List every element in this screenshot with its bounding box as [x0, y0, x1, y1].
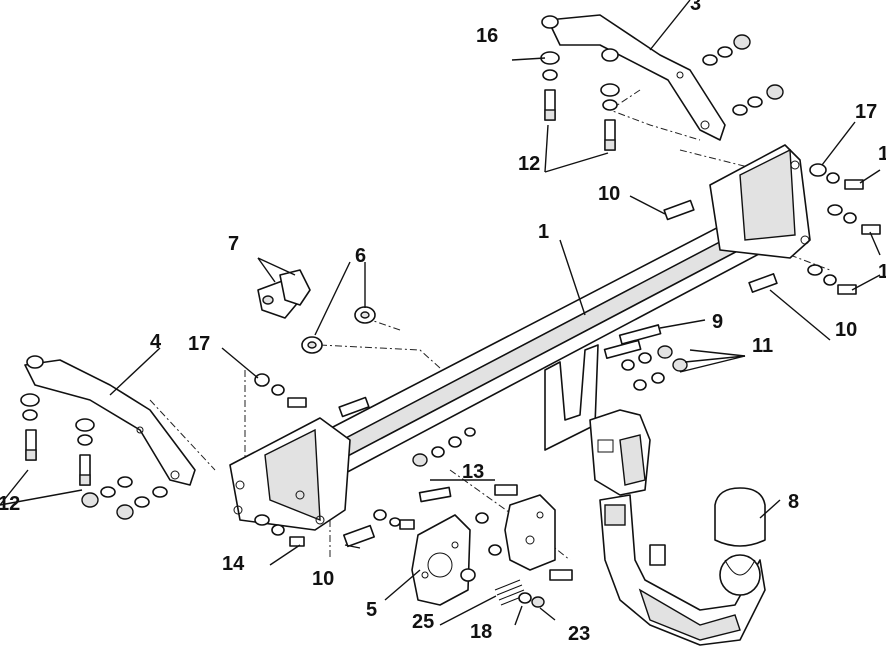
spacers-and-plates [257, 269, 376, 354]
callout-1: 1 [538, 221, 549, 243]
callout-17-right: 17 [855, 101, 877, 123]
callout-1-edge-top: 1 [878, 143, 886, 165]
callout-1-edge-bottom: 1 [878, 261, 886, 283]
callouts: 1 3 4 5 6 7 8 9 10 10 10 11 12 12 13 14 … [0, 0, 886, 645]
side-arm-right [547, 14, 784, 141]
bolt-set-top [540, 15, 620, 151]
callout-14: 14 [222, 553, 245, 575]
callout-8: 8 [788, 491, 799, 513]
socket-plate [411, 484, 518, 606]
callout-23: 23 [568, 623, 590, 645]
ball-mount-bracket [494, 494, 573, 608]
callout-3: 3 [690, 0, 701, 15]
callout-25: 25 [412, 611, 434, 633]
callout-4: 4 [150, 331, 162, 353]
callout-11: 11 [752, 335, 773, 357]
callout-10-right: 10 [835, 319, 857, 341]
callout-16: 16 [476, 25, 498, 47]
callout-13: 13 [462, 461, 484, 483]
callout-10-top: 10 [598, 183, 620, 205]
electrical-socket [589, 409, 651, 496]
callout-12-left: 12 [0, 493, 20, 515]
callout-12-top: 12 [518, 153, 540, 175]
callout-18: 18 [470, 621, 492, 643]
main-crossbar [229, 144, 811, 531]
callout-9: 9 [712, 311, 723, 333]
callout-7: 7 [228, 233, 239, 255]
fastener-set [254, 163, 881, 548]
callout-10-bottom: 10 [312, 568, 334, 590]
leader-lines [0, 0, 881, 626]
callout-6: 6 [355, 245, 366, 267]
side-arm-left [20, 355, 196, 520]
callout-17-left: 17 [188, 333, 210, 355]
detachable-towball [599, 487, 766, 646]
callout-5: 5 [366, 599, 377, 621]
